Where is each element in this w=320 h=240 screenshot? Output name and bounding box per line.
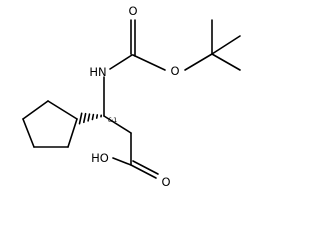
acid-hydroxyl-label: HO (91, 151, 109, 165)
wedge-hash (95, 114, 99, 119)
ring-bond (22, 100, 49, 120)
bond-ester-o-tert-c (184, 53, 213, 71)
bond-tert-c-methyl-down (211, 53, 241, 71)
stereo-tag-label: &1 (108, 116, 117, 124)
bond-tert-c-methyl-right (211, 35, 241, 55)
wedge-hash (91, 113, 95, 121)
chemical-structure: HN O O HO O &1 (22, 4, 241, 189)
ester-oxygen-label: O (170, 64, 179, 78)
wedge-hash (78, 112, 83, 125)
atom-labels: HN O O HO O &1 (89, 4, 179, 189)
ring-bond (67, 118, 78, 148)
bond-acid-c-oh (112, 157, 132, 166)
bond-acid-c-o-double-b (132, 160, 159, 175)
carbonyl-oxygen-label: O (128, 4, 137, 18)
bond-stereocenter-ch2 (103, 115, 132, 134)
acid-carbonyl-oxygen-label: O (161, 175, 170, 189)
amine-label: HN (89, 65, 106, 79)
backbone (103, 76, 159, 179)
bond-carbonyl-c-ester-o (132, 54, 166, 71)
bond-acid-c-o-double-a (130, 164, 157, 179)
wedge-hash (87, 113, 91, 122)
ring-bond (47, 100, 78, 120)
ring-bond (22, 118, 35, 148)
boc-group (109, 19, 241, 71)
wedge-hash (83, 112, 87, 124)
bond-nh-carbonyl-c (109, 54, 133, 70)
cyclopentyl-ring (22, 100, 78, 148)
hashed-wedge-bond (78, 112, 102, 125)
